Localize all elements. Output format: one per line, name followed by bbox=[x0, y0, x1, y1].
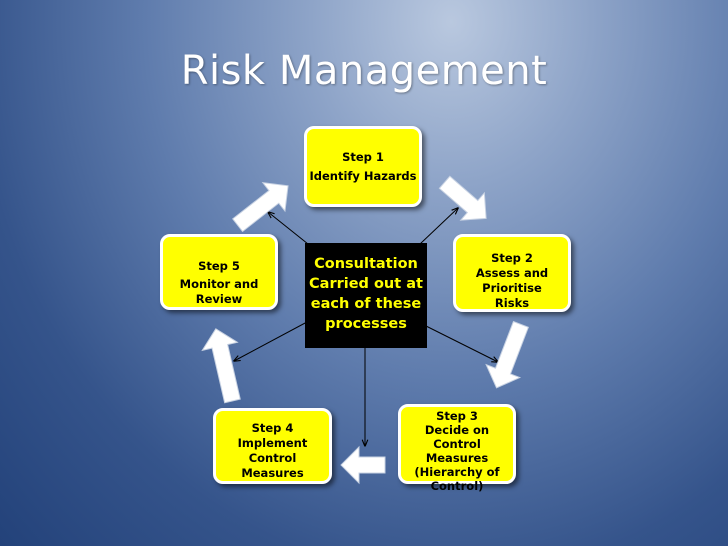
cycle-arrow-step4-to-step5 bbox=[201, 328, 241, 404]
consultation-line-3: each of these bbox=[310, 296, 422, 312]
step-4-text-line-1: Implement bbox=[237, 436, 308, 450]
step-1-box: Step 1 Identify Hazards bbox=[304, 126, 422, 207]
connector-lines bbox=[234, 208, 498, 446]
step-3-text-line-4: Control) bbox=[430, 479, 484, 493]
step-4-box: Step 4 Implement Control Measures bbox=[213, 408, 332, 484]
cycle-arrows bbox=[201, 175, 530, 485]
step-1-text: Identify Hazards bbox=[309, 169, 417, 183]
step-3-number: Step 3 bbox=[436, 409, 478, 423]
step-5-text: Monitor and Review bbox=[179, 277, 259, 306]
step-3-text-line-1: Decide on Control bbox=[424, 423, 490, 451]
step-2-text-line-2: Risks bbox=[494, 296, 530, 310]
step-3-text-line-2: Measures bbox=[425, 451, 489, 465]
cycle-arrow-step5-to-step1 bbox=[232, 182, 289, 233]
consultation-line-4: processes bbox=[325, 316, 407, 332]
step-4-text-line-2: Control Measures bbox=[241, 451, 304, 480]
consultation-box: Consultation Carried out at each of thes… bbox=[305, 243, 427, 348]
connector-to-step5 bbox=[234, 321, 308, 361]
connector-to-step1-left bbox=[268, 212, 309, 245]
connector-to-step1-right bbox=[419, 208, 458, 245]
step-1-number: Step 1 bbox=[342, 150, 384, 164]
step-5-box: Step 5 Monitor and Review bbox=[160, 234, 278, 310]
consultation-line-2: Carried out at bbox=[309, 276, 423, 292]
step-5-number: Step 5 bbox=[198, 259, 240, 273]
cycle-arrow-step3-to-step4 bbox=[340, 445, 386, 485]
cycle-arrow-step2-to-step3 bbox=[485, 320, 530, 389]
cycle-arrow-step1-to-step2 bbox=[438, 175, 487, 221]
step-2-number: Step 2 bbox=[491, 251, 533, 265]
consultation-line-1: Consultation bbox=[314, 256, 418, 272]
step-2-box: Step 2 Assess and Prioritise Risks bbox=[453, 234, 571, 312]
connector-to-step3 bbox=[423, 324, 498, 362]
slide-title: Risk Management bbox=[180, 48, 548, 94]
step-2-text-line-1: Assess and Prioritise bbox=[475, 266, 549, 295]
step-4-number: Step 4 bbox=[251, 421, 294, 435]
step-3-text-line-3: (Hierarchy of bbox=[414, 465, 500, 479]
step-3-box: Step 3 Decide on Control Measures (Hiera… bbox=[398, 404, 516, 493]
